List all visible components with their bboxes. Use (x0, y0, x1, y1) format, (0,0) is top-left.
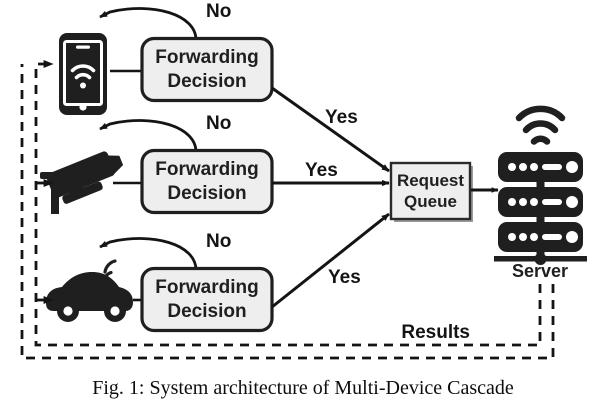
wifi-icon (515, 105, 566, 134)
row1-yes-arrow (271, 86, 390, 173)
row1-yes-label: Yes (325, 107, 358, 128)
row1-no-arrow (99, 7, 198, 41)
row3-yes-arrow (271, 212, 390, 309)
results-path-inner (34, 60, 542, 347)
request-queue-box[interactable]: Request Queue (389, 161, 473, 222)
server-tier-3 (498, 222, 583, 252)
server-label: Server (512, 261, 568, 281)
row3-yes-label: Yes (328, 267, 361, 288)
car-icon (46, 259, 133, 322)
request-queue-line2: Queue (404, 192, 457, 211)
security-camera-icon (40, 151, 124, 214)
row2-no-label: No (206, 113, 231, 134)
forwarding-decision-line2-3: Decision (167, 301, 246, 322)
results-path-outer (20, 64, 555, 360)
server-tier-1 (498, 152, 583, 182)
results-label: Results (401, 322, 470, 343)
row3-no-label: No (206, 231, 231, 252)
row3-no-arrow (99, 237, 198, 271)
forwarding-decision-box-1[interactable]: Forwarding Decision (140, 36, 274, 103)
forwarding-decision-box-3[interactable]: Forwarding Decision (140, 266, 274, 333)
server-rack-icon: Server (494, 105, 587, 281)
smartphone-icon (59, 33, 107, 115)
forwarding-decision-line2-1: Decision (167, 71, 246, 92)
forwarding-decision-line1-1: Forwarding (155, 47, 258, 68)
forwarding-decision-box-2[interactable]: Forwarding Decision (140, 148, 274, 215)
forwarding-decision-line1-3: Forwarding (155, 277, 258, 298)
forwarding-decision-line1-2: Forwarding (155, 159, 258, 180)
row2-yes-label: Yes (305, 160, 338, 181)
server-tier-2 (498, 187, 583, 217)
row2-no-arrow (99, 119, 198, 153)
request-queue-line1: Request (397, 171, 464, 190)
row1-no-label: No (206, 1, 231, 22)
figure-caption: Fig. 1: System architecture of Multi-Dev… (92, 377, 514, 399)
forwarding-decision-line2-2: Decision (167, 183, 246, 204)
